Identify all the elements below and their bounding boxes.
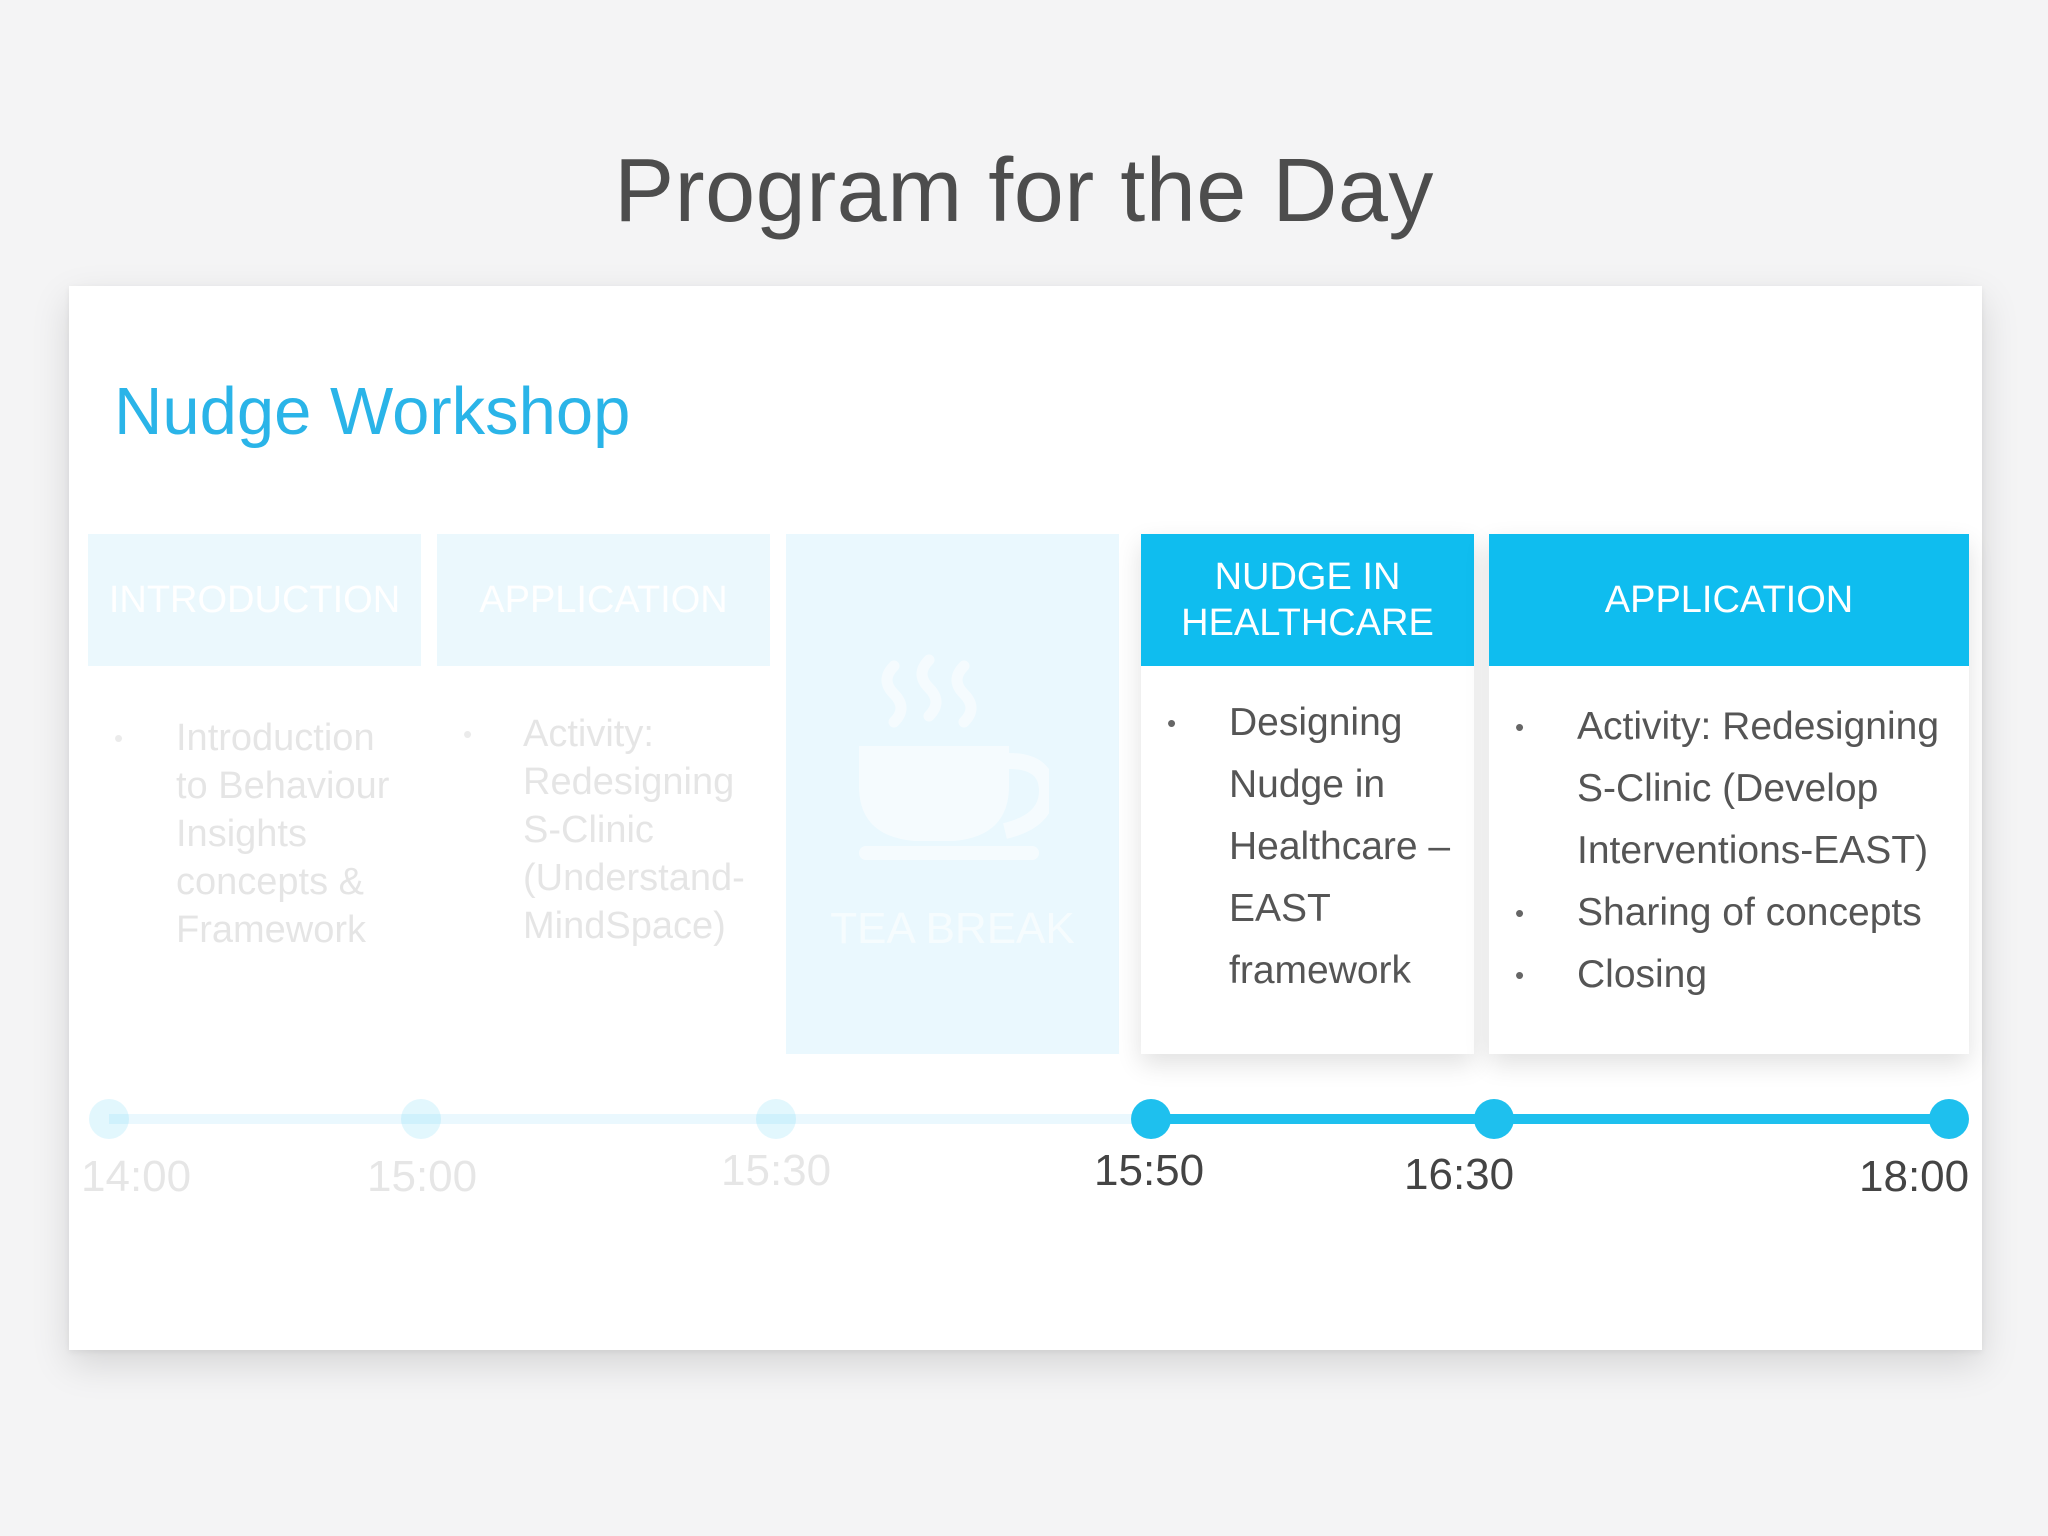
list-item: • Designing Nudge in Healthcare – EAST f…	[1167, 701, 1451, 992]
session-header: APPLICATION	[1489, 534, 1969, 666]
tea-break-label: TEA BREAK	[830, 904, 1075, 953]
session-application-2: APPLICATION • Activity: Redesigning S-Cl…	[1489, 534, 1969, 1054]
timeline-line-past	[109, 1114, 1189, 1124]
timeline-dot	[1474, 1099, 1514, 1139]
slide-card: Nudge Workshop INTRODUCTION • Introducti…	[69, 286, 1982, 1350]
timeline-label: 18:00	[1859, 1152, 1970, 1201]
timeline-label: 15:30	[721, 1146, 832, 1195]
timeline-label: 14:00	[81, 1152, 192, 1201]
session-header: NUDGE IN HEALTHCARE	[1141, 534, 1474, 666]
list-item: • Activity: Redesigning S-Clinic (Develo…	[1515, 705, 1940, 872]
list-item: • Activity: Redesigning S-Clinic (Unders…	[463, 713, 745, 947]
list-item: • Sharing of concepts	[1515, 891, 1922, 934]
workshop-title: Nudge Workshop	[114, 374, 631, 449]
session-header: INTRODUCTION	[88, 534, 421, 666]
timeline-label: 15:50	[1094, 1146, 1205, 1195]
page-title: Program for the Day	[614, 141, 1434, 241]
timeline-dot	[89, 1099, 129, 1139]
coffee-cup-icon	[859, 654, 1049, 860]
list-item: • Closing	[1515, 953, 1708, 996]
timeline-dot	[756, 1099, 796, 1139]
list-item: • Introduction to Behaviour Insights con…	[114, 717, 390, 951]
session-nudge-healthcare: NUDGE IN HEALTHCARE • Designing Nudge in…	[1141, 534, 1474, 1054]
timeline-label: 15:00	[367, 1152, 478, 1201]
session-header: APPLICATION	[437, 534, 770, 666]
session-introduction: INTRODUCTION • Introduction to Behaviour…	[88, 534, 421, 1054]
timeline-dot	[401, 1099, 441, 1139]
timeline-dot	[1131, 1099, 1171, 1139]
session-application-1: APPLICATION • Activity: Redesigning S-Cl…	[437, 534, 770, 1054]
timeline-dot	[1929, 1099, 1969, 1139]
timeline-label: 16:30	[1404, 1150, 1515, 1199]
timeline-line-active	[1151, 1114, 1951, 1124]
